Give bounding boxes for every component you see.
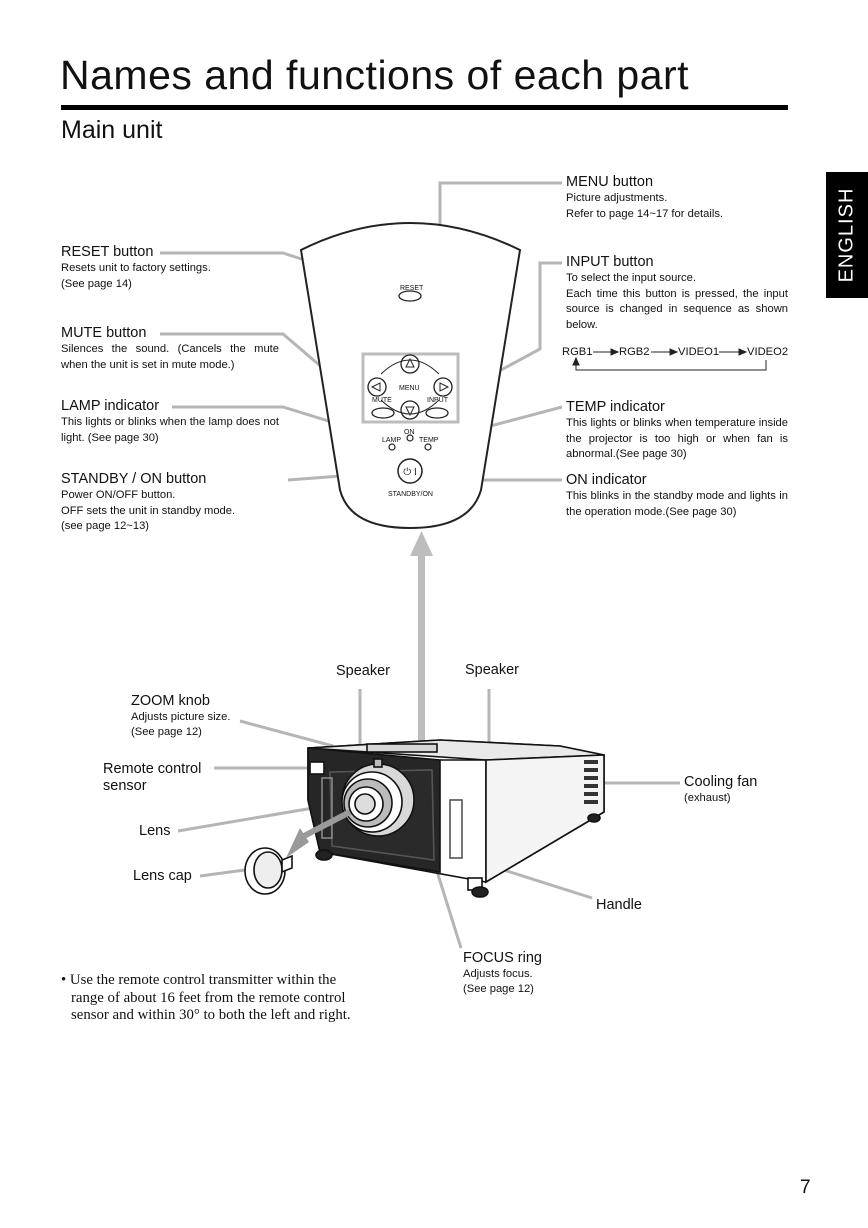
input-seq-video1: VIDEO1 [678,346,720,358]
section-subtitle: Main unit [61,116,163,144]
input-button-shape [425,407,449,419]
callout-standby: STANDBY / ON button Power ON/OFF button.… [61,471,291,535]
remote-menu-label: MENU [399,385,420,392]
lens-cap-arrow [286,828,309,858]
remote-lamp-label: LAMP [382,437,402,444]
focus-ring-desc: Adjusts focus. (See page 12) [463,968,534,995]
remote-on-label: ON [404,429,415,436]
focus-ring-callout: FOCUS ring Adjusts focus. (See page 12) [463,950,542,997]
projector [244,739,605,898]
handle-label: Handle [596,897,642,913]
zoom-knob-callout: ZOOM knob Adjusts picture size. (See pag… [131,693,231,740]
callout-temp-desc: This lights or blinks when temperature i… [566,417,788,460]
cooling-fan-callout: Cooling fan (exhaust) [684,774,757,806]
remote-reset-label: RESET [400,285,424,292]
callout-input: INPUT button To select the input source.… [566,254,788,333]
remote-control: ⏻ I [299,222,522,530]
callout-lamp-heading: LAMP indicator [61,398,160,414]
input-seq-rgb1: RGB1 [562,346,593,358]
callout-input-desc: To select the input source. Each time th… [566,272,788,331]
input-sequence-arrows [572,348,767,371]
lens-label: Lens [139,823,171,839]
reset-button-shape [398,290,422,302]
cooling-fan-sub: (exhaust) [684,792,731,804]
remote-sensor-label: Remote control sensor [103,761,202,794]
callout-reset-heading: RESET button [61,244,154,260]
callout-menu-heading: MENU button [566,174,654,190]
usage-note: • Use the remote control transmitter wit… [61,972,351,1023]
speaker-right-label: Speaker [465,662,520,678]
title-rule [61,105,788,110]
callout-on: ON indicator This blinks in the standby … [566,472,788,520]
callout-menu-desc: Picture adjustments. Refer to page 14~17… [566,192,724,220]
remote-input-label: INPUT [427,397,448,404]
leader-zoom [239,719,334,748]
page-title: Names and functions of each part [60,52,690,98]
callout-standby-desc: Power ON/OFF button. OFF sets the unit i… [61,489,236,532]
callout-reset: RESET button Resets unit to factory sett… [61,244,281,292]
lens-cap-label: Lens cap [133,868,192,884]
callout-temp: TEMP indicator This lights or blinks whe… [566,399,788,463]
callout-on-desc: This blinks in the standby mode and ligh… [566,490,788,518]
zoom-knob-heading: ZOOM knob [131,693,210,709]
language-tab: ENGLISH [826,172,868,298]
callout-lamp: LAMP indicator This lights or blinks whe… [61,398,279,446]
zoom-knob-desc: Adjusts picture size. (See page 12) [131,711,231,738]
callout-temp-heading: TEMP indicator [566,399,665,415]
remote-standby-label: STANDBY/ON [388,491,433,498]
callout-mute: MUTE button Silences the sound. (Cancels… [61,325,279,373]
standby-button-shape [397,458,423,484]
input-seq-video2: VIDEO2 [747,346,789,358]
cooling-fan-label: Cooling fan [684,774,758,790]
callout-menu: MENU button Picture adjustments. Refer t… [566,174,788,222]
callout-standby-heading: STANDBY / ON button [61,471,207,487]
callout-reset-desc: Resets unit to factory settings. (See pa… [61,262,211,290]
svg-text:⏻ I: ⏻ I [403,467,416,478]
callout-on-heading: ON indicator [566,472,647,488]
input-seq-rgb2: RGB2 [619,346,650,358]
mute-button-shape [371,407,395,419]
signal-arrow [410,531,433,744]
callout-mute-desc: Silences the sound. (Cancels the mute wh… [61,343,279,371]
remote-temp-label: TEMP [419,437,439,444]
speaker-left-label: Speaker [336,663,391,679]
page-number: 7 [800,1177,811,1198]
remote-mute-label: MUTE [372,397,392,404]
callout-input-heading: INPUT button [566,254,654,270]
callout-mute-heading: MUTE button [61,325,147,341]
leader-lens-cap [199,868,246,878]
callout-lamp-desc: This lights or blinks when the lamp does… [61,416,279,444]
focus-ring-heading: FOCUS ring [463,950,542,966]
